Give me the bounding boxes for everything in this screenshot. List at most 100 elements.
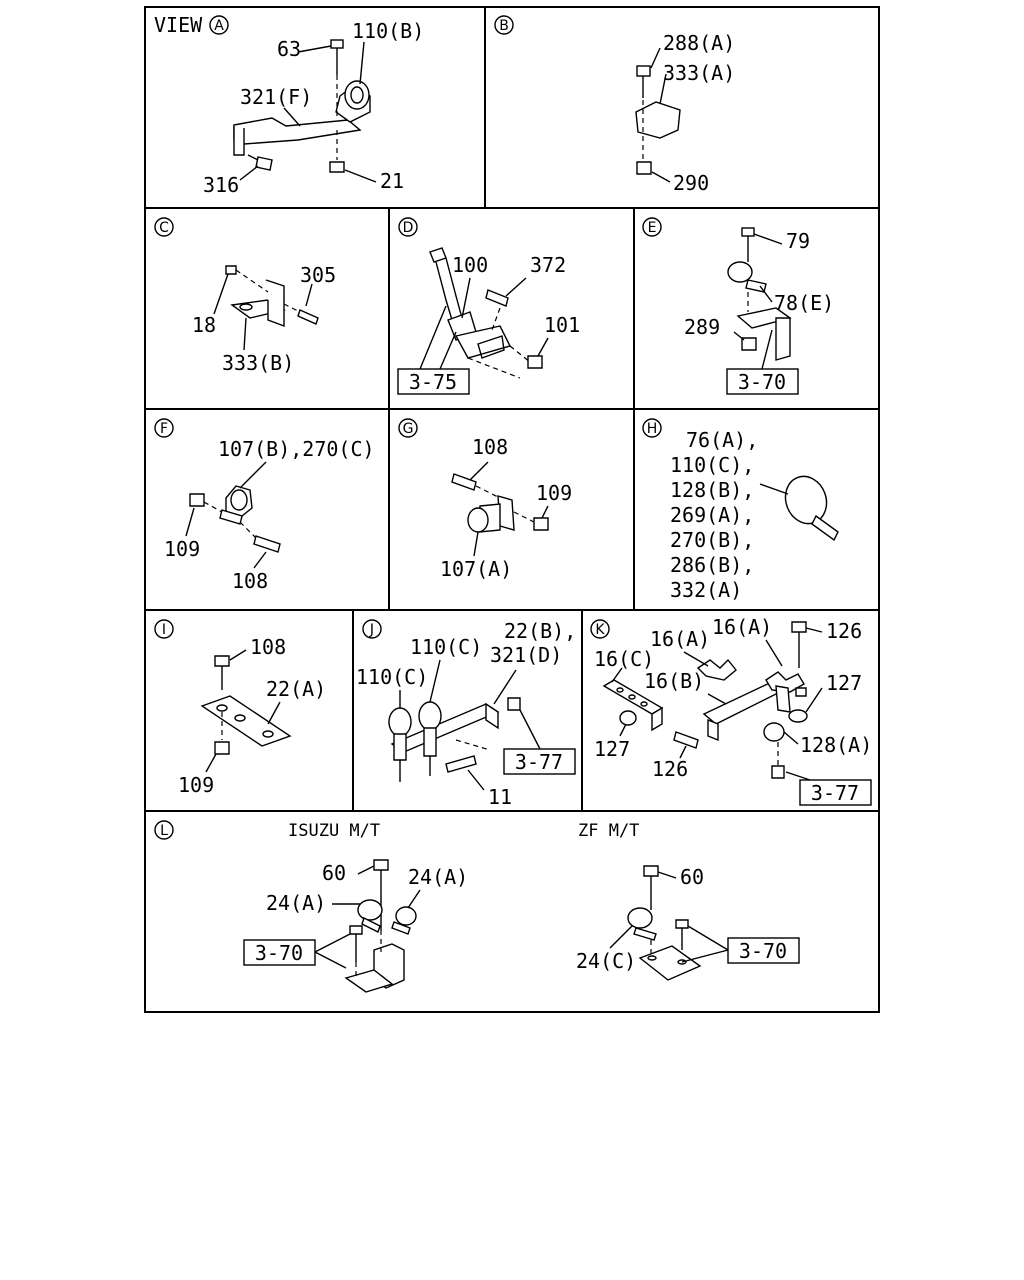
panel-marker-b: B [494, 15, 514, 35]
callout-16a-right: 16(A) [712, 615, 772, 639]
panel-j: J 22(B), 110(C) 321(D) 110(C) 11 3-77 [356, 619, 576, 809]
panel-g: G 108 109 107(A) [398, 418, 572, 581]
panel-marker-d: D [398, 217, 418, 237]
isuzu-mt-title: ISUZU M/T [288, 821, 380, 841]
callout-110c: 110(C) [410, 635, 482, 659]
panel-d: D 100 372 101 3-75 [397, 217, 580, 395]
callout-16c: 16(C) [594, 647, 654, 671]
ref-box-3-70: 3-70 [726, 368, 799, 395]
callout-16b: 16(B) [644, 669, 704, 693]
callout-107b-270c: 107(B),270(C) [218, 437, 375, 461]
diagram-grid [144, 6, 880, 1013]
svg-text:B: B [499, 18, 509, 34]
panel-h: H 76(A), 110(C), 128(B), 269(A), 270(B),… [642, 418, 839, 602]
callout-18: 18 [192, 313, 216, 337]
callout-110c: 110(C), [670, 453, 754, 477]
ref-box-3-77: 3-77 [503, 748, 576, 775]
svg-text:3-70: 3-70 [739, 939, 787, 963]
svg-text:3-70: 3-70 [738, 370, 786, 394]
frame-support-drawing [602, 621, 823, 781]
view-label: VIEW [154, 13, 203, 37]
angle-bracket-drawing [213, 265, 319, 351]
callout-290: 290 [673, 171, 709, 195]
callout-78e: 78(E) [774, 291, 834, 315]
panel-marker-f: F [154, 418, 174, 438]
svg-text:3-77: 3-77 [515, 750, 563, 774]
callout-108: 108 [232, 569, 268, 593]
ref-box-3-75: 3-75 [397, 368, 470, 395]
callout-79: 79 [786, 229, 810, 253]
callout-16a: 16(A) [650, 627, 710, 651]
panel-l: L ISUZU M/T ZF M/T 60 24(A) 24(A) 3-70 6… [154, 820, 800, 993]
svg-text:D: D [403, 220, 414, 236]
callout-127: 127 [826, 671, 862, 695]
callout-316: 316 [203, 173, 239, 197]
callout-107a: 107(A) [440, 557, 512, 581]
callout-333a: 333(A) [663, 61, 735, 85]
clamp-drawing [185, 461, 281, 569]
callout-108: 108 [472, 435, 508, 459]
callout-269a: 269(A), [670, 503, 754, 527]
callout-24a-isuzu-left: 24(A) [266, 891, 326, 915]
panel-e: E 79 78(E) 289 3-70 [642, 217, 834, 395]
zf-mount-drawing [609, 865, 729, 981]
callout-321f: 321(F) [240, 85, 312, 109]
zf-mt-title: ZF M/T [578, 821, 639, 841]
callout-109: 109 [178, 773, 214, 797]
callout-21: 21 [380, 169, 404, 193]
svg-text:L: L [160, 823, 168, 839]
callout-126-lower: 126 [652, 757, 688, 781]
callout-305: 305 [300, 263, 336, 287]
svg-text:F: F [160, 421, 168, 437]
callout-126: 126 [826, 619, 862, 643]
callout-76a: 76(A), [686, 428, 758, 452]
callout-321d: 321(D) [490, 643, 562, 667]
panel-marker-e: E [642, 217, 662, 237]
callout-11: 11 [488, 785, 512, 809]
svg-text:3-70: 3-70 [255, 941, 303, 965]
svg-text:C: C [159, 220, 169, 236]
clamp-bracket-drawing [451, 461, 549, 557]
flat-plate-drawing [200, 649, 292, 773]
callout-109: 109 [164, 537, 200, 561]
panel-c: C 305 18 333(B) [154, 217, 336, 375]
clip-bracket-drawing [727, 227, 792, 370]
isuzu-mount-drawing [314, 859, 421, 993]
callout-128b: 128(B), [670, 478, 754, 502]
svg-text:K: K [595, 622, 605, 638]
pipe-bracket-drawing [419, 247, 549, 379]
panel-marker-h: H [642, 418, 662, 438]
panel-marker-a: A [209, 15, 229, 35]
callout-109: 109 [536, 481, 572, 505]
callout-101: 101 [544, 313, 580, 337]
bracket-drawing [233, 39, 377, 183]
callout-288a: 288(A) [663, 31, 735, 55]
callout-60-isuzu: 60 [322, 861, 346, 885]
callout-110c-left: 110(C) [356, 665, 428, 689]
callout-333b: 333(B) [222, 351, 294, 375]
callout-108: 108 [250, 635, 286, 659]
callout-24a-isuzu-right: 24(A) [408, 865, 468, 889]
svg-text:H: H [647, 421, 658, 437]
panel-k: K 16(A) 16(A) 126 16(C) 16(B) 127 127 12… [590, 615, 872, 806]
callout-22a: 22(A) [266, 677, 326, 701]
band-clamp-drawing [759, 475, 839, 542]
callout-332a: 332(A) [670, 578, 742, 602]
svg-text:3-75: 3-75 [409, 370, 457, 394]
callout-286b: 286(B), [670, 553, 754, 577]
ref-box-3-77-k: 3-77 [799, 779, 872, 806]
svg-text:E: E [648, 220, 657, 236]
panel-i: I 108 22(A) 109 [154, 619, 326, 797]
svg-text:G: G [403, 421, 414, 437]
callout-289: 289 [684, 315, 720, 339]
callout-127-left: 127 [594, 737, 630, 761]
svg-text:3-77: 3-77 [811, 781, 859, 805]
ref-box-3-70-isuzu: 3-70 [243, 939, 316, 966]
callout-22b: 22(B), [504, 619, 576, 643]
callout-128a: 128(A) [800, 733, 872, 757]
callout-100: 100 [452, 253, 488, 277]
panel-marker-c: C [154, 217, 174, 237]
callout-110b: 110(B) [352, 19, 424, 43]
ref-box-3-70-zf: 3-70 [727, 937, 800, 964]
